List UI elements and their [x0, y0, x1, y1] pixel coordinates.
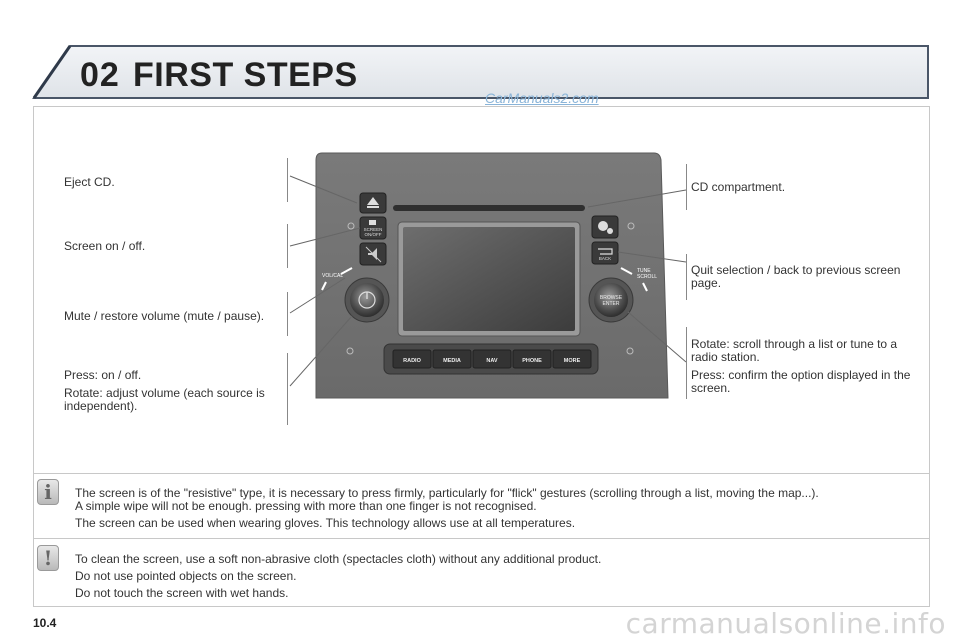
- callout-screen: Screen on / off.: [64, 239, 146, 253]
- callout-knob-rotate: Rotate: adjust volume (each source is in…: [64, 386, 265, 413]
- chapter-number: 02: [80, 56, 120, 94]
- svg-text:TUNE: TUNE: [637, 268, 651, 274]
- panel-button-label: RADIO: [403, 358, 421, 364]
- svg-text:SCREEN: SCREEN: [364, 227, 383, 232]
- warning-line-1: To clean the screen, use a soft non-abra…: [75, 552, 602, 566]
- volume-knob: [350, 283, 384, 317]
- panel-button-media: [432, 349, 472, 369]
- callout-eject: Eject CD.: [64, 175, 115, 189]
- svg-text:BACK: BACK: [599, 256, 611, 261]
- callout-rotate: Rotate: scroll through a list or tune to…: [691, 337, 898, 364]
- warning-note: To clean the screen, use a soft non-abra…: [75, 553, 920, 604]
- callout-bar: [287, 292, 288, 336]
- callout-knob: Press: on / off. Rotate: adjust volume (…: [64, 369, 284, 418]
- warning-icon: !: [37, 545, 59, 571]
- vol-label: VOL/CAL: [322, 273, 343, 279]
- svg-text:ON/OFF: ON/OFF: [365, 232, 382, 237]
- info-line-2: A simple wipe will not be enough. pressi…: [75, 499, 537, 513]
- callout-knob-press: Press: on / off.: [64, 368, 142, 382]
- panel-button-phone: [512, 349, 552, 369]
- callout-bar: [287, 353, 288, 425]
- touchscreen: [403, 227, 575, 331]
- callout-bar: [686, 254, 687, 300]
- callout-bar: [686, 164, 687, 210]
- callout-bar: [287, 158, 288, 202]
- panel-button-label: MORE: [564, 358, 581, 364]
- callout-press: Press: confirm the option displayed in t…: [691, 368, 911, 395]
- callout-bar: [287, 224, 288, 268]
- warning-line-3: Do not touch the screen with wet hands.: [75, 586, 289, 600]
- info-note: The screen is of the "resistive" type, i…: [75, 487, 920, 534]
- info-line-3: The screen can be used when wearing glov…: [75, 516, 576, 530]
- callout-bar: [686, 327, 687, 399]
- back-button: [591, 241, 619, 265]
- warning-line-2: Do not use pointed objects on the screen…: [75, 569, 297, 583]
- svg-text:SCROLL: SCROLL: [637, 274, 657, 280]
- cd-slot: [393, 205, 585, 211]
- svg-text:BROWSE: BROWSE: [600, 295, 623, 301]
- panel-button-nav: [472, 349, 512, 369]
- browse-knob: [594, 283, 628, 317]
- diagram-box: [33, 106, 930, 474]
- info-line-1: The screen is of the "resistive" type, i…: [75, 486, 819, 500]
- bottom-buttons: RADIO MEDIA NAV PHONE MORE: [392, 349, 592, 369]
- eject-icon: [367, 197, 379, 205]
- warning-box: [33, 538, 930, 607]
- panel-button-label: PHONE: [522, 358, 542, 364]
- watermark-link[interactable]: CarManuals2.com: [485, 90, 599, 106]
- chapter-title: FIRST STEPS: [133, 56, 358, 94]
- callout-mute: Mute / restore volume (mute / pause).: [64, 309, 265, 323]
- panel-button-radio: [392, 349, 432, 369]
- callout-cd: CD compartment.: [691, 180, 786, 194]
- callout-back: Quit selection / back to previous screen…: [691, 263, 901, 290]
- svg-text:ENTER: ENTER: [603, 301, 620, 307]
- page-number: 10.4: [33, 616, 57, 630]
- panel-button-label: MEDIA: [443, 358, 461, 364]
- info-icon: i: [37, 479, 59, 505]
- footer-watermark: carmanualsonline.info: [625, 607, 946, 640]
- panel-button-label: NAV: [486, 358, 498, 364]
- panel-button-more: [552, 349, 592, 369]
- callout-browse: Rotate: scroll through a list or tune to…: [691, 338, 916, 400]
- header-band: [32, 45, 929, 99]
- info-box: [33, 472, 930, 539]
